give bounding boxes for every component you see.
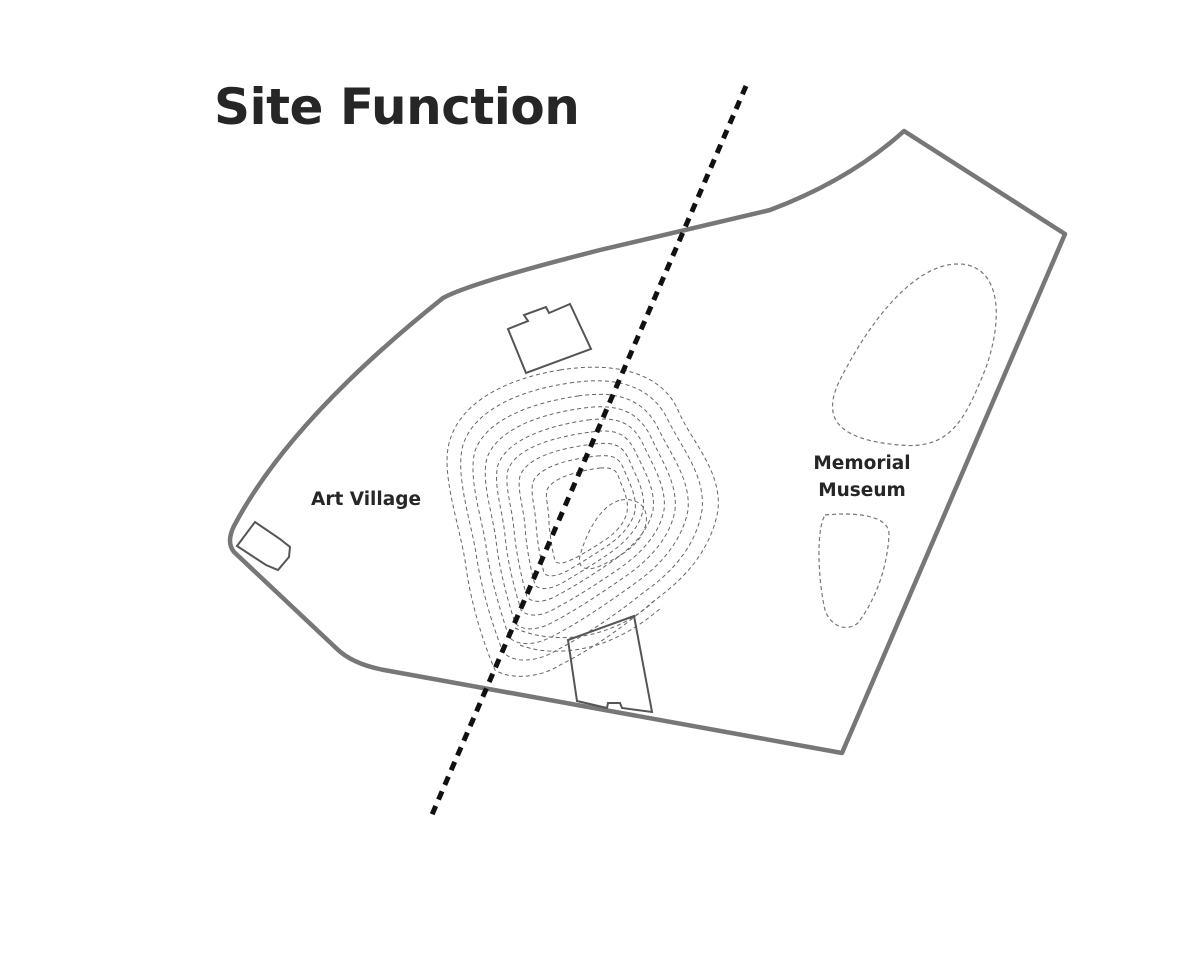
contour-line	[484, 406, 676, 630]
contour-line	[496, 418, 665, 616]
museum-zone-upper	[831, 263, 997, 447]
contour-line	[518, 442, 645, 590]
contour-line	[506, 430, 654, 602]
contour-line	[578, 499, 647, 570]
contour-line	[514, 599, 656, 639]
contour-line	[531, 455, 636, 577]
buildings	[235, 302, 654, 714]
site-axis-line	[428, 85, 749, 818]
art-village-label: Art Village	[311, 489, 422, 510]
contour-line	[446, 366, 719, 677]
page-title: Site Function	[214, 78, 580, 136]
topographic-contours	[446, 366, 719, 677]
building-south	[566, 614, 654, 714]
contour-line	[519, 606, 663, 652]
site-boundary	[227, 128, 1068, 756]
building-north	[506, 302, 593, 375]
contour-line	[460, 380, 703, 661]
building-west	[235, 520, 292, 572]
memorial-museum-label: Memorial Museum	[800, 450, 924, 504]
memorial-museum-label-line1: Memorial	[813, 453, 911, 474]
museum-zone-lower	[818, 513, 890, 628]
memorial-museum-label-line2: Museum	[818, 480, 906, 501]
contour-line	[545, 467, 628, 564]
